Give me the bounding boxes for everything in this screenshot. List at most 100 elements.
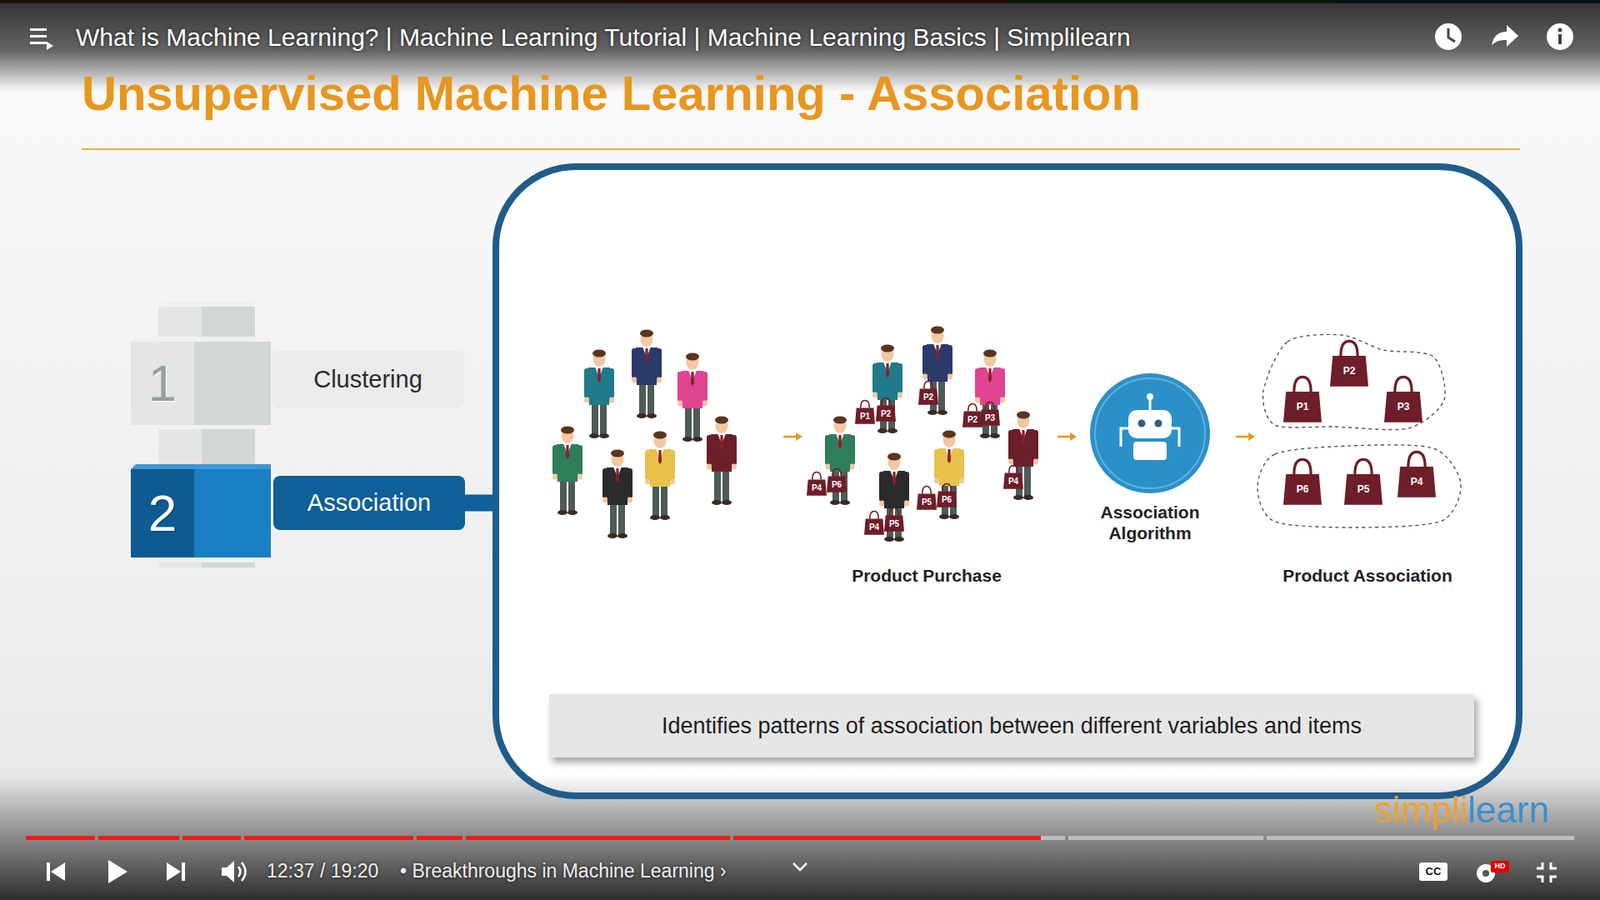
bag-handle: [1355, 459, 1372, 474]
person-leg: [568, 478, 575, 512]
connector-bar: [465, 495, 493, 512]
shopping-bag: [826, 468, 847, 492]
bag-label: P6: [1296, 484, 1310, 495]
block-face: [158, 306, 202, 339]
person-tie: [615, 468, 620, 483]
caption-button-box: [1419, 862, 1448, 881]
block-face: [158, 562, 202, 568]
person-jacket: [710, 434, 733, 472]
robot-eye: [1155, 420, 1163, 428]
progress-played: [25, 835, 95, 840]
person-shoe: [884, 536, 895, 542]
person-tie: [838, 435, 842, 450]
customers-group: [552, 330, 737, 540]
step-number-block: 1: [130, 336, 271, 425]
bag-body: [918, 389, 939, 405]
person-leg: [600, 401, 607, 435]
bag-body: [826, 476, 847, 493]
clock-hands: [1448, 28, 1455, 42]
time-display: 12:37 / 19:20: [266, 860, 379, 882]
person-hair: [942, 430, 956, 439]
block-top: [158, 301, 255, 307]
block-face: [201, 429, 255, 465]
volume-waves: [238, 862, 246, 881]
progress-played: [244, 835, 414, 840]
shopping-bag: [864, 510, 885, 535]
bag-body: [1283, 474, 1322, 505]
prev-bar: [46, 862, 50, 881]
person-figure: [631, 330, 662, 420]
bag-label: P4: [869, 522, 880, 532]
bag-handle: [1294, 459, 1311, 474]
person-shoe: [711, 500, 722, 505]
person-figure: [552, 426, 583, 516]
person-tie: [947, 449, 951, 464]
playlist-play: [46, 41, 54, 50]
person-shoe: [830, 500, 840, 505]
bag-body: [884, 515, 905, 532]
video-title: What is Machine Learning? | Machine Lear…: [75, 23, 1131, 51]
bag-label: P2: [967, 415, 978, 425]
bag-body: [936, 491, 957, 508]
algorithm-circle: Association Algorithm: [1075, 373, 1225, 544]
bag-handle: [832, 468, 842, 476]
progress-remaining: [1068, 835, 1264, 840]
chapter-chevron: [793, 863, 807, 870]
association-group-outline: [1263, 334, 1446, 430]
topic-box: Clustering: [271, 350, 465, 409]
person-jacket: [1012, 429, 1035, 467]
volume-icon: [221, 860, 235, 883]
person-leg: [722, 468, 730, 502]
person-hair: [715, 416, 729, 425]
person-hair: [983, 350, 997, 358]
person-jacket: [979, 367, 1001, 405]
info-stem: [1558, 34, 1562, 45]
node-label: Identifies patterns of association betwe…: [661, 712, 1362, 740]
bag-handle: [924, 380, 934, 389]
associated-bags: [1283, 340, 1436, 505]
bag-body: [1384, 391, 1423, 423]
person-figure: [584, 350, 615, 440]
shopping-bag: [1397, 451, 1436, 497]
arrow-shaft: [1235, 435, 1250, 439]
panel-ground: [492, 163, 1523, 800]
person-shoe: [660, 515, 670, 520]
person-shoe: [557, 510, 568, 515]
robot-arms: [1120, 428, 1180, 447]
person-shoe: [599, 433, 610, 439]
bag-handle: [942, 483, 952, 491]
person-leg: [610, 501, 617, 535]
person-shoe: [617, 533, 628, 539]
person-shoe: [692, 436, 703, 442]
person-tie: [935, 345, 940, 360]
circle-fill: [1090, 373, 1210, 494]
title-rule: [81, 148, 1520, 150]
person-hair: [880, 345, 895, 353]
fullscreen-exit-icon: [1536, 862, 1557, 883]
person-shoe: [567, 510, 578, 515]
person-tie: [892, 471, 896, 486]
progress-played: [416, 835, 463, 840]
person-shoe: [650, 515, 660, 520]
person-tie: [658, 450, 662, 465]
block-face: [194, 341, 271, 425]
person-jacket: [649, 449, 671, 487]
bag-label: P5: [921, 497, 932, 507]
bag-label: P6: [941, 495, 952, 505]
shopping-bag: [884, 507, 905, 531]
person-leg: [660, 483, 668, 517]
person-shoe: [927, 410, 938, 415]
progress-remaining: [1266, 835, 1575, 840]
person-jacket: [556, 444, 579, 482]
bag-body: [962, 411, 983, 428]
progress-played: [465, 835, 730, 840]
bag-body: [806, 480, 827, 496]
bag-handle: [870, 510, 880, 519]
person-hair: [833, 416, 847, 425]
algorithm-label: Association Algorithm: [1075, 501, 1225, 544]
bag-body: [1330, 355, 1369, 387]
bag-body: [980, 410, 1000, 426]
person-hair: [592, 350, 606, 358]
arrow-shaft: [1057, 435, 1072, 439]
person-figure: [677, 353, 708, 443]
